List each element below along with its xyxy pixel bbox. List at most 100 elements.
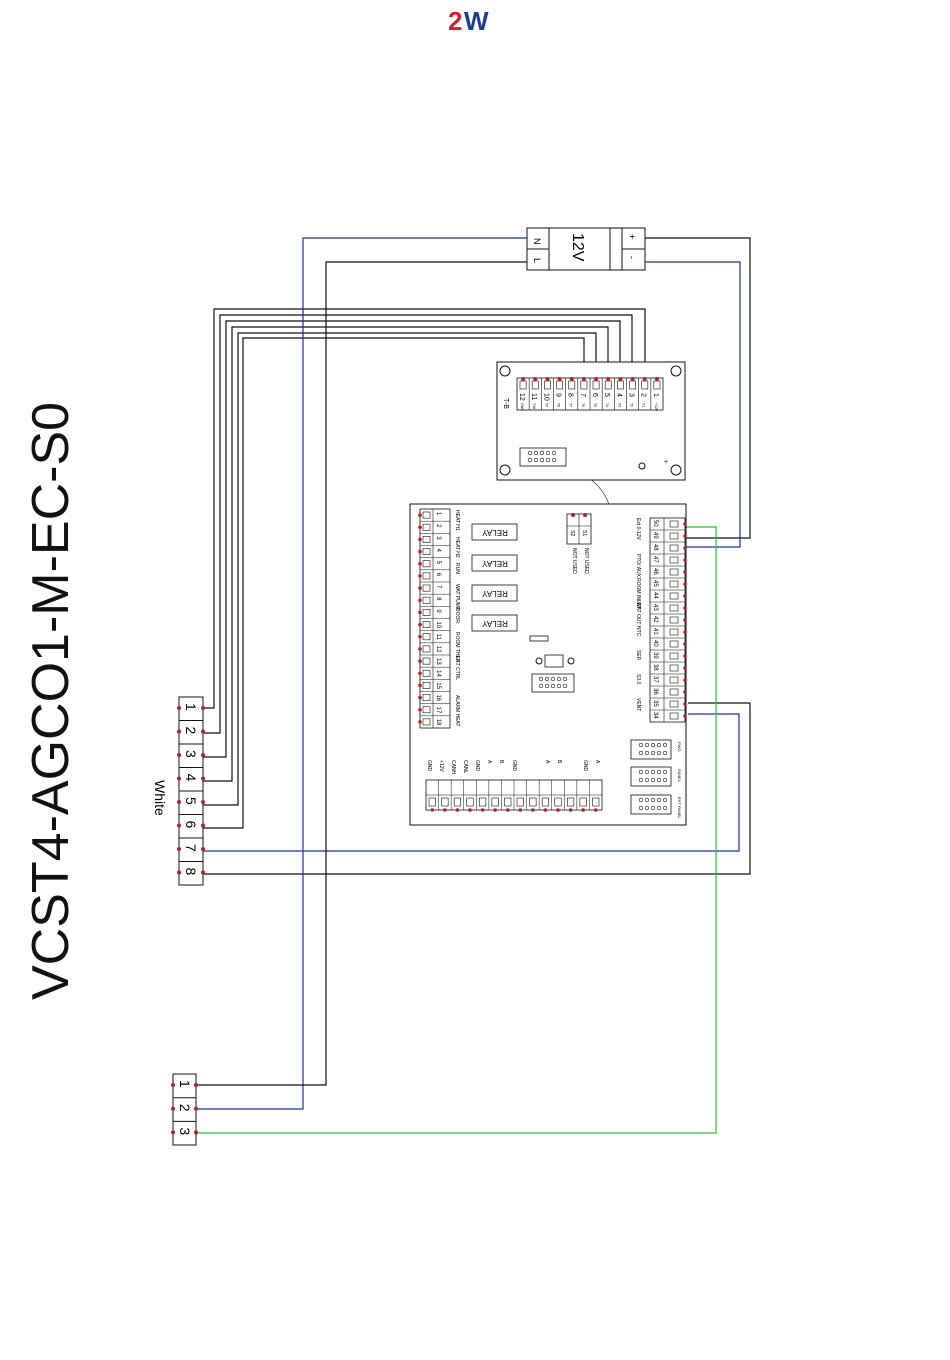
terminal-dot bbox=[418, 695, 422, 700]
connector-pin bbox=[644, 805, 650, 811]
terminal-dot bbox=[418, 659, 422, 663]
tb-screw bbox=[544, 380, 551, 390]
left-terminal-number: 10 bbox=[435, 622, 441, 629]
left-terminal-number: 1 bbox=[435, 512, 441, 516]
terminal-dot bbox=[654, 377, 659, 381]
right-terminal-number: 41 bbox=[652, 628, 658, 635]
right-group-label: S3.0 bbox=[635, 674, 641, 685]
s2-label: S2 bbox=[569, 530, 575, 536]
screw bbox=[529, 797, 537, 807]
terminal-dot bbox=[177, 823, 181, 828]
connector-pin bbox=[662, 777, 668, 783]
side-connector-label: EXT PANEL bbox=[677, 797, 682, 819]
right-group-label: VENT bbox=[635, 698, 641, 711]
screw bbox=[466, 797, 474, 807]
right-terminal-number: 38 bbox=[652, 664, 658, 671]
right-terminal-number: 40 bbox=[652, 640, 658, 647]
tb-number: 2 bbox=[640, 393, 647, 397]
terminal-dot bbox=[683, 534, 687, 538]
tb-screw bbox=[617, 380, 624, 390]
connector-pin bbox=[644, 742, 650, 748]
connector-pin bbox=[638, 805, 644, 811]
terminal-dot bbox=[683, 606, 687, 610]
relay bbox=[471, 614, 518, 632]
wire-1 bbox=[203, 308, 646, 709]
terminal-dot bbox=[194, 1083, 198, 1087]
terminal-8-number: 7 bbox=[183, 844, 199, 852]
terminal-dot bbox=[593, 808, 598, 812]
terminal-3-number: 3 bbox=[177, 1127, 193, 1135]
tb-number: 10 bbox=[542, 393, 549, 401]
right-terminal-number: 39 bbox=[652, 652, 658, 659]
tb-number: 5 bbox=[603, 393, 610, 397]
relay bbox=[471, 584, 518, 602]
connector-pin bbox=[533, 457, 539, 463]
screw bbox=[441, 797, 449, 807]
terminal-dot bbox=[177, 847, 181, 851]
terminal-dot bbox=[418, 513, 422, 517]
screw bbox=[554, 797, 562, 807]
wire-mains-l bbox=[196, 261, 527, 1086]
bottom-terminal-label: B bbox=[498, 760, 504, 764]
connector-pin bbox=[650, 742, 656, 748]
connector-pin bbox=[551, 457, 557, 463]
screw bbox=[422, 694, 431, 701]
terminal-dot bbox=[171, 1130, 175, 1135]
right-terminal-number: 48 bbox=[652, 544, 658, 551]
terminal-dot bbox=[683, 642, 687, 646]
tb-number: 11 bbox=[530, 393, 537, 400]
tb-sublabel: T4 bbox=[605, 403, 609, 407]
connector-pin bbox=[662, 769, 668, 775]
terminal-dot bbox=[177, 753, 181, 757]
connector-pin bbox=[662, 797, 668, 803]
connector-pin bbox=[650, 750, 656, 756]
connector-pin bbox=[650, 769, 656, 775]
connector-pin bbox=[650, 777, 656, 783]
tb-screw bbox=[604, 380, 612, 390]
relay-label: RELAY bbox=[482, 559, 508, 568]
connector-pin bbox=[544, 683, 550, 689]
terminal-dot bbox=[201, 847, 205, 851]
connector-pin bbox=[662, 742, 668, 748]
tb-number: 6 bbox=[591, 393, 598, 397]
connector-pin bbox=[656, 797, 662, 803]
tb-sublabel: T5 bbox=[593, 403, 597, 407]
tb-sublabel: T8 bbox=[557, 403, 561, 407]
connector-pin bbox=[551, 450, 557, 456]
right-group-label: ROOM INLET bbox=[635, 578, 641, 609]
terminal-dot bbox=[618, 377, 623, 381]
terminal-dot bbox=[418, 707, 422, 712]
psu-terminal-l: L bbox=[532, 258, 542, 263]
connector-pin bbox=[562, 683, 568, 689]
tb-screw bbox=[641, 380, 649, 390]
wire-earth bbox=[196, 526, 717, 1134]
terminal-3-number: 1 bbox=[177, 1080, 193, 1088]
tb-ribbon-connector bbox=[527, 450, 557, 463]
terminal-8-number: 8 bbox=[183, 868, 199, 876]
terminal-dot bbox=[480, 808, 485, 812]
s-terminals: S1 S2 NOT USED NOT USED bbox=[566, 513, 592, 574]
connector-pin bbox=[662, 750, 668, 756]
screw bbox=[422, 560, 431, 568]
screw bbox=[422, 609, 431, 616]
connector-pin bbox=[650, 805, 656, 811]
bottom-terminal-label: GND bbox=[474, 760, 480, 772]
screw bbox=[669, 688, 679, 696]
connector-pin bbox=[656, 777, 662, 783]
right-group-label: WAT OUT bbox=[635, 602, 641, 624]
terminal-dot bbox=[418, 622, 422, 627]
terminal-dot bbox=[630, 377, 635, 381]
screw bbox=[669, 568, 679, 576]
left-terminal-number: 12 bbox=[435, 646, 441, 653]
tb-screw bbox=[568, 380, 576, 390]
connector-pin bbox=[644, 777, 650, 783]
terminal-dot bbox=[418, 720, 422, 724]
left-group-label: EXT CTRL bbox=[454, 656, 460, 680]
led-2 bbox=[567, 657, 575, 665]
tb-screw bbox=[653, 380, 661, 390]
tb-plus-label: + bbox=[664, 459, 668, 466]
terminal-8-number: 2 bbox=[183, 727, 199, 735]
wire-psu-minus bbox=[645, 261, 741, 548]
side-connector-label: PANEL bbox=[677, 769, 682, 783]
